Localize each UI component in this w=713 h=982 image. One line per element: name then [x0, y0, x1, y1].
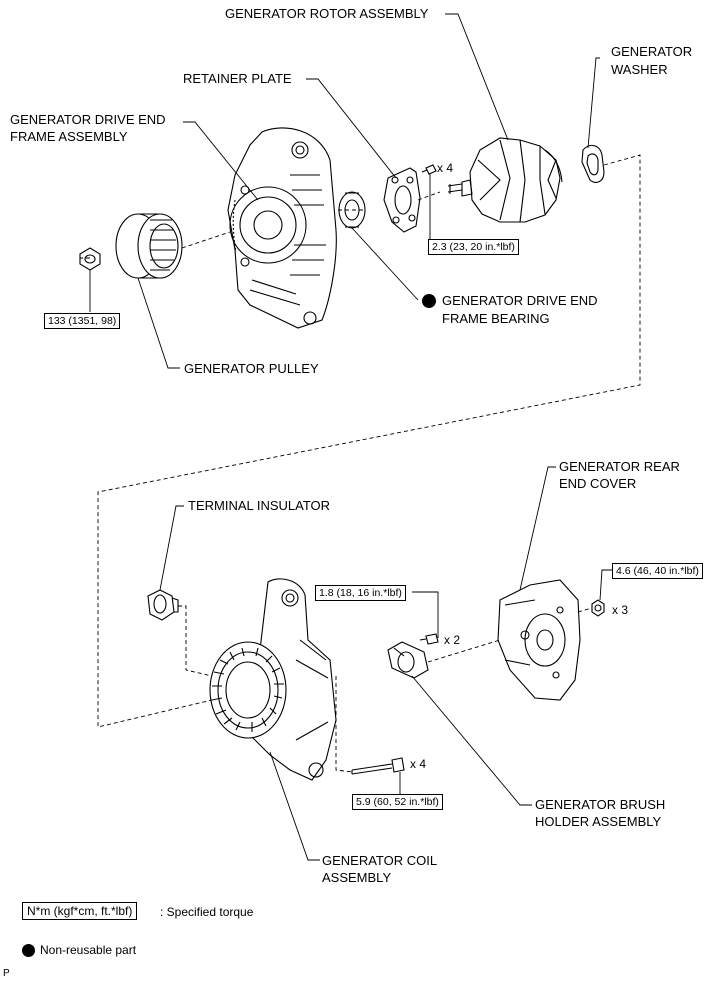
torque-rear-nut: 4.6 (46, 40 in.*lbf) — [612, 563, 703, 579]
label-bearing-line1: GENERATOR DRIVE END — [442, 293, 598, 308]
pulley-drawing — [115, 213, 183, 279]
brush-holder-drawing — [387, 641, 429, 679]
legend-nonreusable-text: Non-reusable part — [40, 943, 137, 957]
label-terminal: TERMINAL INSULATOR — [188, 498, 331, 513]
label-coil-line2: ASSEMBLY — [322, 870, 392, 885]
drive-end-frame-drawing — [227, 127, 337, 329]
qty-retainer-screws: x 4 — [437, 161, 454, 175]
label-washer-line2: WASHER — [611, 62, 668, 77]
qty-rear-nuts: x 3 — [612, 603, 629, 617]
coil-assembly-drawing — [209, 578, 337, 781]
footer-code: P — [3, 968, 10, 979]
label-rear-cover-line2: END COVER — [559, 476, 637, 491]
rear-nut-drawing — [591, 599, 605, 617]
legend-nonreusable-icon — [22, 944, 35, 957]
label-drive-end-line2: FRAME ASSEMBLY — [10, 129, 128, 144]
torque-brush-screw: 1.8 (18, 16 in.*lbf) — [315, 585, 406, 601]
brush-screw-drawing — [419, 633, 439, 645]
label-rotor: GENERATOR ROTOR ASSEMBLY — [225, 6, 429, 21]
label-brush-line2: HOLDER ASSEMBLY — [535, 814, 662, 829]
qty-brush-screws: x 2 — [444, 633, 461, 647]
label-bearing-line2: FRAME BEARING — [442, 311, 550, 326]
label-brush-line1: GENERATOR BRUSH — [535, 797, 666, 812]
torque-retainer: 2.3 (23, 20 in.*lbf) — [428, 239, 519, 255]
washer-drawing — [581, 144, 605, 183]
rotor-drawing — [447, 137, 563, 223]
legend-torque-text: : Specified torque — [160, 905, 254, 919]
terminal-insulator-drawing — [147, 589, 179, 621]
pulley-nut-drawing — [79, 247, 101, 271]
bolt-drawing — [351, 757, 405, 775]
label-pulley: GENERATOR PULLEY — [184, 361, 319, 376]
nonreusable-icon — [422, 294, 436, 308]
rear-cover-drawing — [497, 579, 581, 701]
retainer-plate-drawing — [383, 167, 421, 233]
label-retainer: RETAINER PLATE — [183, 71, 292, 86]
legend-torque-unit: N*m (kgf*cm, ft.*lbf) — [22, 902, 138, 920]
torque-pulley-nut: 133 (1351, 98) — [44, 313, 121, 329]
label-washer-line1: GENERATOR — [611, 44, 693, 59]
label-drive-end-line1: GENERATOR DRIVE END — [10, 112, 166, 127]
label-coil-line1: GENERATOR COIL — [322, 853, 438, 868]
qty-bolts: x 4 — [410, 757, 427, 771]
label-rear-cover-line1: GENERATOR REAR — [559, 459, 680, 474]
torque-bolt: 5.9 (60, 52 in.*lbf) — [352, 794, 443, 810]
retainer-screw-drawing — [421, 164, 437, 175]
